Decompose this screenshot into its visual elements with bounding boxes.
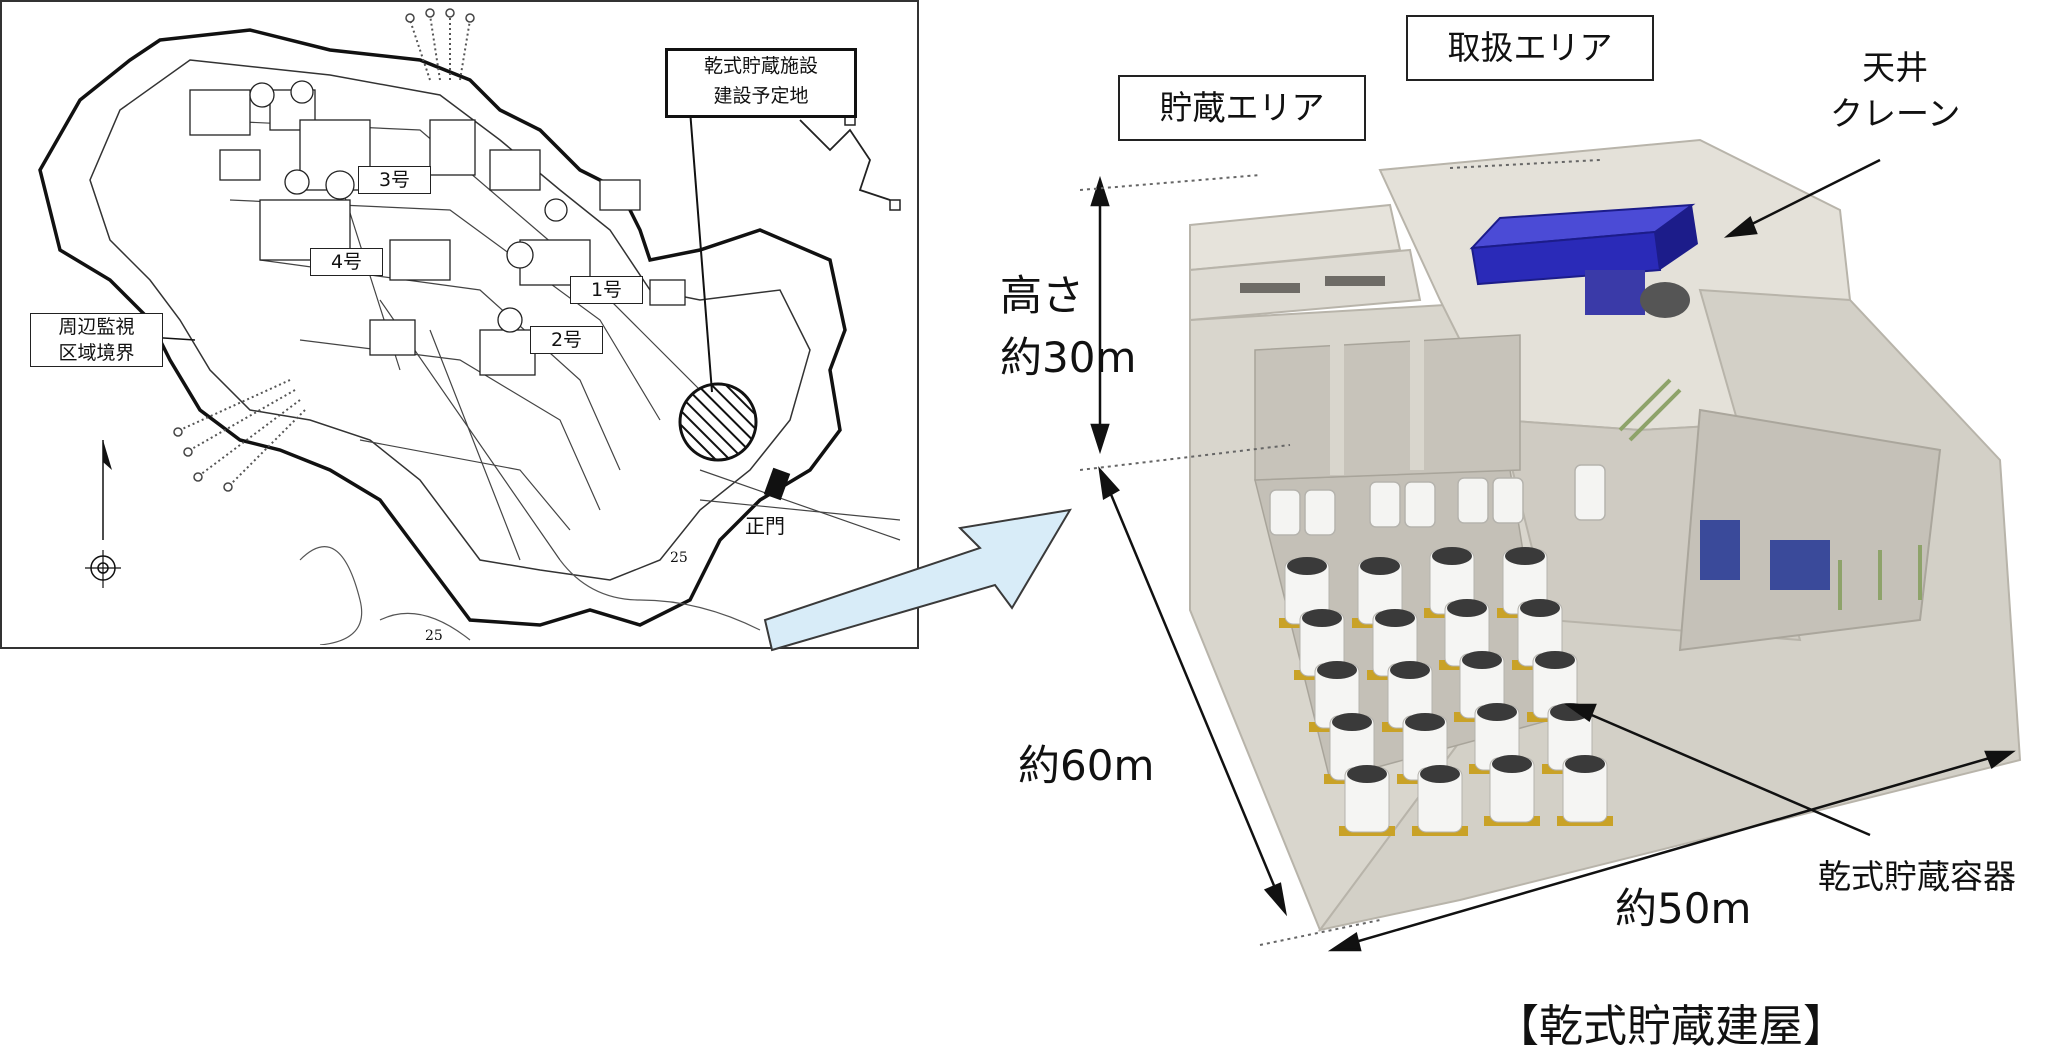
unit4-label: 4号 xyxy=(310,248,383,276)
cask-grid xyxy=(1279,547,1613,836)
height-dimension-label: 高さ 約30m xyxy=(1000,271,1137,382)
cask-lid xyxy=(1317,661,1357,679)
cask-lid xyxy=(1332,713,1372,731)
cask-lid xyxy=(1287,557,1327,575)
cask-lid xyxy=(1462,651,1502,669)
cask-lid xyxy=(1477,703,1517,721)
callout-arrow xyxy=(763,508,1072,652)
cask-lid xyxy=(1565,755,1605,773)
cask-lid xyxy=(1405,713,1445,731)
cask-lid xyxy=(1347,765,1387,783)
cask-lid xyxy=(1432,547,1472,565)
boundary-label: 周辺監視 区域境界 xyxy=(30,313,163,367)
cask-lid xyxy=(1375,609,1415,627)
unit3-label: 3号 xyxy=(358,166,431,194)
building-caption: 【乾式貯蔵建屋】 xyxy=(1495,1001,1847,1052)
handling-area-label: 取扱エリア xyxy=(1406,15,1654,81)
contour-label: 25 xyxy=(425,628,443,644)
unit2-label: 2号 xyxy=(530,326,603,354)
cask-lid xyxy=(1360,557,1400,575)
cask-row-upper xyxy=(1269,464,1606,536)
width-dimension-label: 約50m xyxy=(1615,884,1752,933)
facility-site-label: 乾式貯蔵施設 建設予定地 xyxy=(665,48,857,118)
length-dimension-label: 約60m xyxy=(1018,741,1155,790)
cask-lid xyxy=(1447,599,1487,617)
storage-area-label: 貯蔵エリア xyxy=(1118,75,1366,141)
main-gate-label: 正門 xyxy=(745,514,785,538)
cask-lid xyxy=(1535,651,1575,669)
cask-lid xyxy=(1420,765,1460,783)
site-map: 乾式貯蔵施設 建設予定地 3号 4号 1号 2号 周辺監視 区域境界 正門 25… xyxy=(0,0,919,649)
cask-lid xyxy=(1492,755,1532,773)
cask-lid xyxy=(1302,609,1342,627)
unit1-label: 1号 xyxy=(570,276,643,304)
overhead-crane xyxy=(1469,203,1698,318)
cask-lid xyxy=(1520,599,1560,617)
cask-lid xyxy=(1390,661,1430,679)
cask-label: 乾式貯蔵容器 xyxy=(1818,857,2016,896)
crane-label: 天井 クレーン xyxy=(1830,48,1961,133)
building-diagram xyxy=(1080,138,2022,952)
cask-lid xyxy=(1505,547,1545,565)
contour-label: 25 xyxy=(670,550,688,566)
